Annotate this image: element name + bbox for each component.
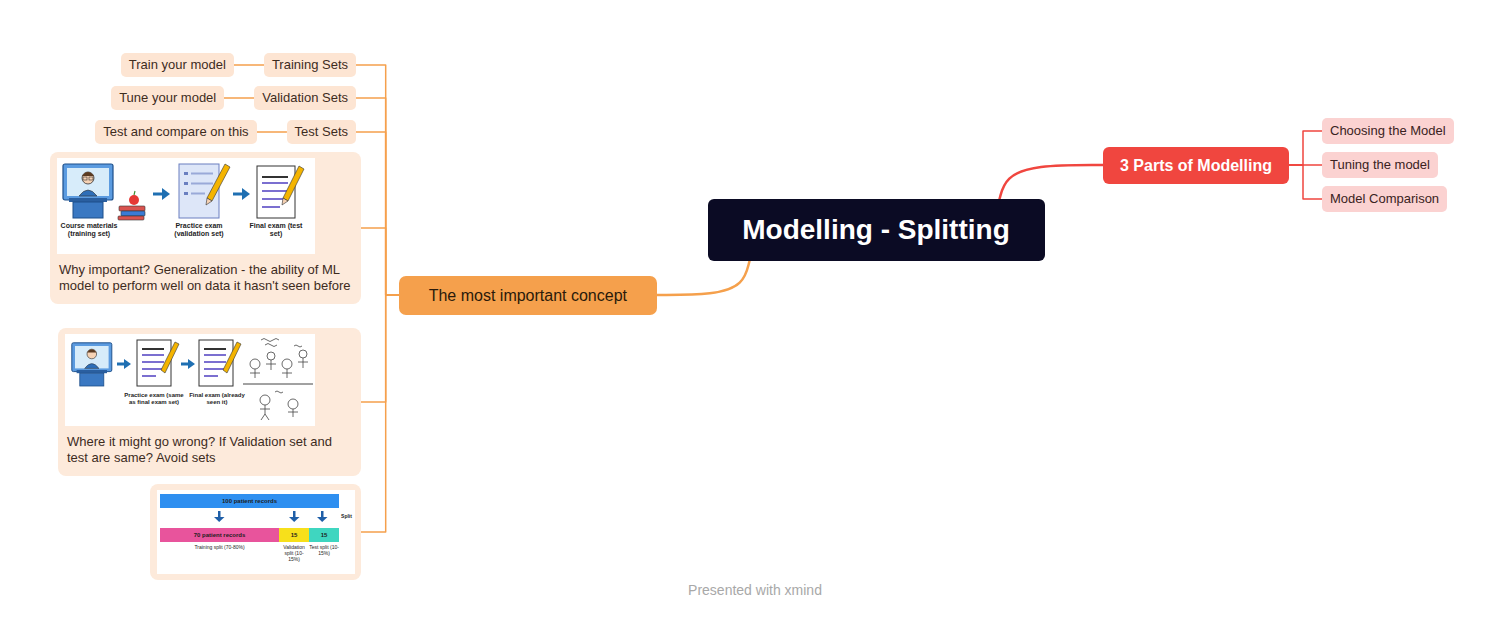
- subtopic-box: Training Sets: [264, 53, 356, 77]
- leaf-box: Train your model: [121, 53, 234, 77]
- illustration-caption: Training split (70-80%): [160, 545, 279, 551]
- illustration-panel: Practice exam (same as final exam set)Fi…: [65, 334, 315, 426]
- branch-line: [257, 131, 287, 133]
- image-card: Course materials (training set) Practice …: [50, 152, 361, 304]
- topic-text: Modelling - Splitting: [732, 213, 1021, 247]
- watermark: Presented with xmind: [688, 582, 822, 598]
- card-text: Why important? Generalization - the abil…: [57, 254, 354, 298]
- illustration-caption: Practice exam (same as final exam set): [123, 392, 185, 406]
- subtopic-box: Model Comparison: [1322, 186, 1447, 212]
- image-card: 100 patient recordsSplit 70 patient recor…: [150, 484, 361, 580]
- main-topic: The most important concept: [399, 276, 657, 315]
- leaf-box: Test and compare on this: [95, 120, 256, 144]
- branch-line: [234, 64, 264, 66]
- illustration-caption: 100 patient records: [160, 498, 339, 504]
- illustration-caption: Practice exam (validation set): [167, 222, 231, 238]
- subtopic-box: Tuning the model: [1322, 152, 1438, 178]
- topic-text: Choosing the Model: [1330, 123, 1446, 139]
- illustration-caption: 15: [309, 532, 339, 538]
- branch-line: [361, 295, 399, 402]
- illustration-panel: Course materials (training set) Practice …: [57, 158, 315, 254]
- topic-text: Test and compare on this: [103, 124, 248, 140]
- topic-text: Train your model: [129, 57, 226, 73]
- illustration-caption: 70 patient records: [160, 532, 279, 538]
- study-illustration: [57, 158, 315, 254]
- card-text: Where it might go wrong? If Validation s…: [65, 426, 354, 470]
- central-topic: Modelling - Splitting: [708, 199, 1045, 261]
- illustration-caption: Split: [338, 514, 355, 520]
- illustration-panel: 100 patient recordsSplit 70 patient recor…: [157, 490, 355, 574]
- illustration-caption: Course materials (training set): [57, 222, 121, 238]
- branch-line: [1289, 165, 1322, 199]
- branch-line: [356, 98, 399, 295]
- subtopic-box: Validation Sets: [254, 86, 356, 110]
- illustration-caption: Final exam (already seen it): [186, 392, 248, 406]
- main-topic: 3 Parts of Modelling: [1103, 147, 1289, 184]
- topic-text: Validation Sets: [262, 90, 348, 106]
- topic-text: Tuning the model: [1330, 157, 1430, 173]
- illustration-caption: 15: [279, 532, 309, 538]
- branch-line: [361, 228, 399, 295]
- branch-line: [657, 261, 750, 295]
- topic-text: Model Comparison: [1330, 191, 1439, 207]
- leak-illustration: [65, 334, 315, 426]
- branch-line: [1000, 165, 1103, 199]
- branch-line: [1289, 131, 1322, 165]
- topic-text: Training Sets: [272, 57, 348, 73]
- branch-line: [356, 132, 399, 295]
- topic-text: 3 Parts of Modelling: [1120, 156, 1272, 175]
- illustration-caption: Test split (10-15%): [309, 545, 339, 557]
- topic-text: Test Sets: [295, 124, 348, 140]
- subtopic-box: Choosing the Model: [1322, 118, 1454, 144]
- branch-line: [361, 295, 399, 532]
- image-card: Practice exam (same as final exam set)Fi…: [58, 328, 361, 476]
- topic-text: The most important concept: [429, 286, 627, 305]
- illustration-caption: Final exam (test set): [245, 222, 307, 238]
- branch-line: [356, 65, 399, 295]
- illustration-caption: Validation split (10-15%): [279, 545, 309, 562]
- topic-text: Tune your model: [119, 90, 216, 106]
- leaf-box: Tune your model: [111, 86, 224, 110]
- subtopic-box: Test Sets: [287, 120, 356, 144]
- branch-line: [224, 97, 254, 99]
